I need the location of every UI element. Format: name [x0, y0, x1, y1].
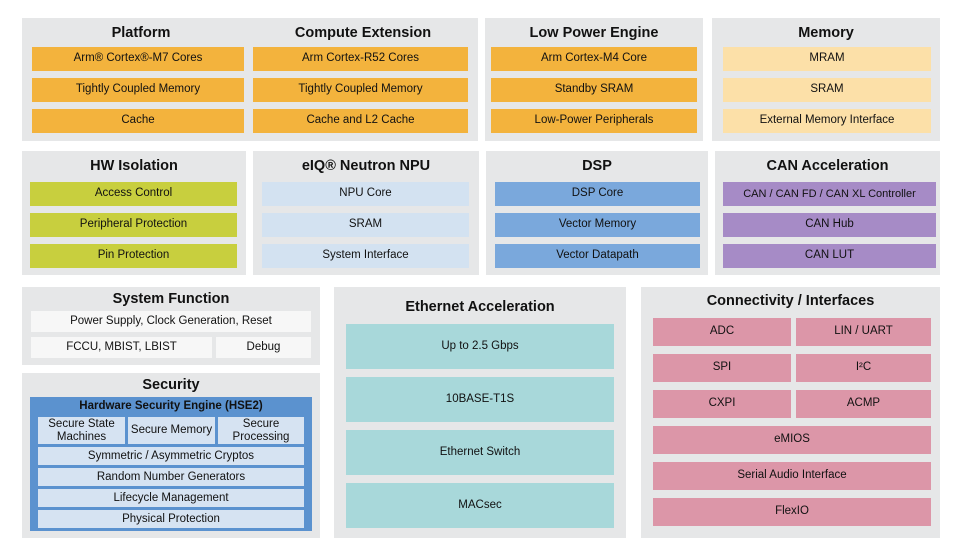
hse-secure-state-machines: Secure State Machines	[38, 417, 125, 444]
lpe-standby-sram: Standby SRAM	[491, 78, 697, 102]
hw-peripheral-protection: Peripheral Protection	[30, 213, 237, 237]
dsp-panel: DSP DSP Core Vector Memory Vector Datapa…	[486, 151, 708, 275]
hse-secure-memory: Secure Memory	[128, 417, 215, 444]
can-acceleration-panel: CAN Acceleration CAN / CAN FD / CAN XL C…	[715, 151, 940, 275]
low-power-engine-panel: Low Power Engine Arm Cortex-M4 Core Stan…	[485, 18, 703, 141]
neutron-npu-title: eIQ® Neutron NPU	[301, 158, 431, 174]
memory-mram: MRAM	[723, 47, 931, 71]
can-controller: CAN / CAN FD / CAN XL Controller	[723, 182, 936, 206]
sysfn-fccu-mbist-lbist: FCCU, MBIST, LBIST	[31, 337, 212, 358]
platform-cache: Cache	[32, 109, 244, 133]
conn-emios: eMIOS	[653, 426, 931, 454]
dsp-core: DSP Core	[495, 182, 700, 206]
lpe-low-power-peripherals: Low-Power Peripherals	[491, 109, 697, 133]
eth-up-to-2-5-gbps: Up to 2.5 Gbps	[346, 324, 614, 369]
eth-10base-t1s: 10BASE-T1S	[346, 377, 614, 422]
hw-isolation-panel: HW Isolation Access Control Peripheral P…	[22, 151, 246, 275]
hse2-box: Hardware Security Engine (HSE2) Secure S…	[30, 397, 312, 531]
compute-cortex-r52-cores: Arm Cortex-R52 Cores	[253, 47, 468, 71]
hse2-title: Hardware Security Engine (HSE2)	[79, 400, 263, 412]
system-function-title: System Function	[112, 291, 230, 307]
sysfn-power-clock-reset: Power Supply, Clock Generation, Reset	[31, 311, 311, 332]
conn-spi: SPI	[653, 354, 791, 382]
security-panel: Security Hardware Security Engine (HSE2)…	[22, 373, 320, 538]
hse-secure-processing: Secure Processing	[218, 417, 304, 444]
ethernet-acceleration-title: Ethernet Acceleration	[405, 299, 555, 315]
conn-i2c: I²C	[796, 354, 931, 382]
npu-sram: SRAM	[262, 213, 469, 237]
connectivity-panel: Connectivity / Interfaces ADC LIN / UART…	[641, 287, 940, 538]
can-lut: CAN LUT	[723, 244, 936, 268]
compute-extension-title: Compute Extension	[294, 25, 432, 41]
conn-flexio: FlexIO	[653, 498, 931, 526]
system-function-panel: System Function Power Supply, Clock Gene…	[22, 287, 320, 365]
hw-isolation-title: HW Isolation	[90, 158, 178, 174]
dsp-vector-memory: Vector Memory	[495, 213, 700, 237]
npu-core: NPU Core	[262, 182, 469, 206]
platform-tightly-coupled-memory: Tightly Coupled Memory	[32, 78, 244, 102]
hse-symmetric-asymmetric-cryptos: Symmetric / Asymmetric Cryptos	[38, 447, 304, 465]
ethernet-acceleration-panel: Ethernet Acceleration Up to 2.5 Gbps 10B…	[334, 287, 626, 538]
platform-cortex-m7-cores: Arm® Cortex®-M7 Cores	[32, 47, 244, 71]
compute-cache-l2-cache: Cache and L2 Cache	[253, 109, 468, 133]
lpe-cortex-m4-core: Arm Cortex-M4 Core	[491, 47, 697, 71]
dsp-title: DSP	[582, 158, 612, 174]
can-acceleration-title: CAN Acceleration	[766, 158, 889, 174]
memory-sram: SRAM	[723, 78, 931, 102]
dsp-vector-datapath: Vector Datapath	[495, 244, 700, 268]
conn-serial-audio-interface: Serial Audio Interface	[653, 462, 931, 490]
can-hub: CAN Hub	[723, 213, 936, 237]
hse-random-number-generators: Random Number Generators	[38, 468, 304, 486]
eth-switch: Ethernet Switch	[346, 430, 614, 475]
hw-pin-protection: Pin Protection	[30, 244, 237, 268]
eth-macsec: MACsec	[346, 483, 614, 528]
hse-physical-protection: Physical Protection	[38, 510, 304, 528]
security-title: Security	[142, 377, 200, 393]
conn-adc: ADC	[653, 318, 791, 346]
low-power-engine-title: Low Power Engine	[529, 25, 659, 41]
sysfn-debug: Debug	[216, 337, 311, 358]
compute-tightly-coupled-memory: Tightly Coupled Memory	[253, 78, 468, 102]
conn-acmp: ACMP	[796, 390, 931, 418]
platform-compute-panel: Platform Compute Extension Arm® Cortex®-…	[22, 18, 478, 141]
memory-title: Memory	[798, 25, 854, 41]
hse-lifecycle-management: Lifecycle Management	[38, 489, 304, 507]
connectivity-title: Connectivity / Interfaces	[706, 293, 875, 309]
platform-title: Platform	[111, 25, 171, 41]
memory-panel: Memory MRAM SRAM External Memory Interfa…	[712, 18, 940, 141]
neutron-npu-panel: eIQ® Neutron NPU NPU Core SRAM System In…	[253, 151, 479, 275]
memory-external-interface: External Memory Interface	[723, 109, 931, 133]
hw-access-control: Access Control	[30, 182, 237, 206]
conn-lin-uart: LIN / UART	[796, 318, 931, 346]
npu-system-interface: System Interface	[262, 244, 469, 268]
conn-cxpi: CXPI	[653, 390, 791, 418]
